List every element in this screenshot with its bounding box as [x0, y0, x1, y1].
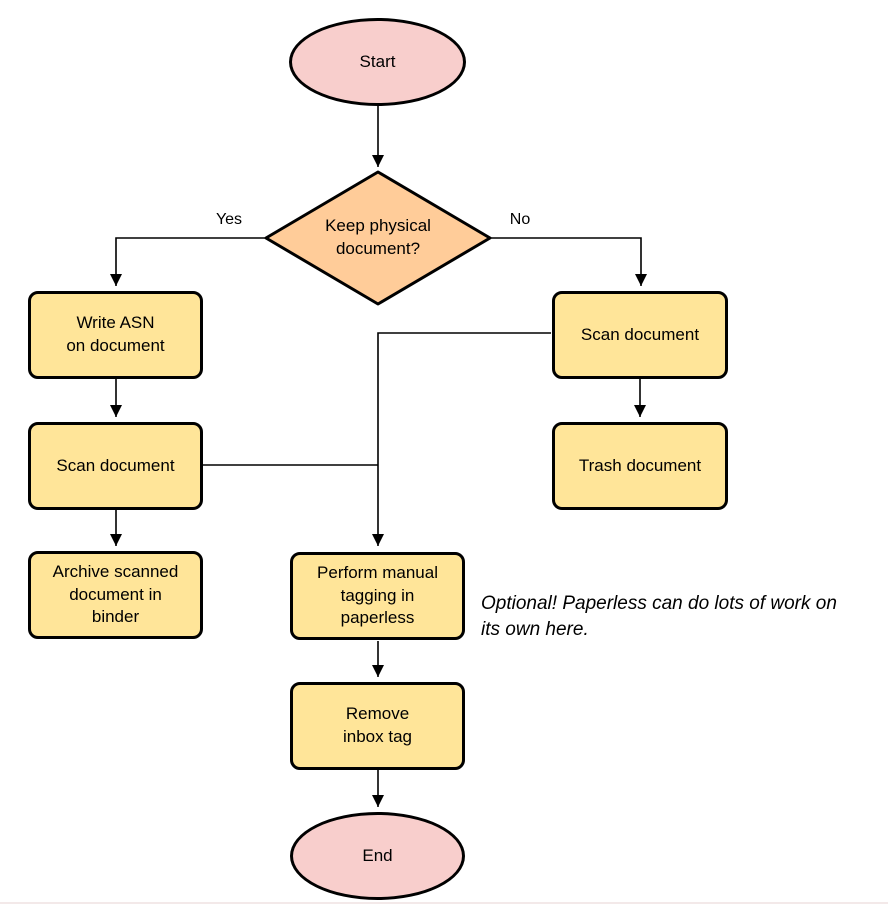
- node-manual-tagging-label: Perform manual tagging in paperless: [317, 562, 438, 628]
- node-write-asn: Write ASN on document: [28, 291, 203, 379]
- node-start-label: Start: [359, 51, 396, 71]
- node-scan-document-right: Scan document: [552, 291, 728, 379]
- node-remove-inbox-tag: Remove inbox tag: [290, 682, 465, 770]
- decision-diamond: [264, 170, 492, 306]
- node-archive-binder-label: Archive scanned document in binder: [52, 561, 179, 627]
- node-scan-document-right-label: Scan document: [580, 324, 700, 344]
- node-manual-tagging: Perform manual tagging in paperless: [290, 552, 465, 640]
- node-start: Start: [289, 18, 466, 106]
- edge-decision-scan-right: [490, 237, 647, 286]
- node-decision-label: Keep physical document?: [325, 216, 431, 258]
- node-write-asn-label: Write ASN on document: [66, 313, 165, 355]
- node-trash-document-label: Trash document: [578, 455, 702, 475]
- node-trash-document: Trash document: [552, 422, 728, 510]
- node-remove-inbox-tag-label: Remove inbox tag: [343, 704, 412, 746]
- edge-scan-right-tagging: [372, 332, 551, 546]
- bottom-hairline: [0, 902, 888, 904]
- branch-label-no: No: [509, 211, 531, 228]
- branch-label-yes: Yes: [215, 211, 243, 228]
- node-end: End: [290, 812, 465, 900]
- node-scan-document-left-label: Scan document: [56, 455, 175, 475]
- node-archive-binder: Archive scanned document in binder: [28, 551, 203, 639]
- node-scan-document-left: Scan document: [28, 422, 203, 510]
- node-end-label: End: [362, 845, 393, 865]
- annotation-optional-note: Optional! Paperless can do lots of work …: [481, 593, 837, 640]
- edge-decision-write-asn: [110, 237, 266, 286]
